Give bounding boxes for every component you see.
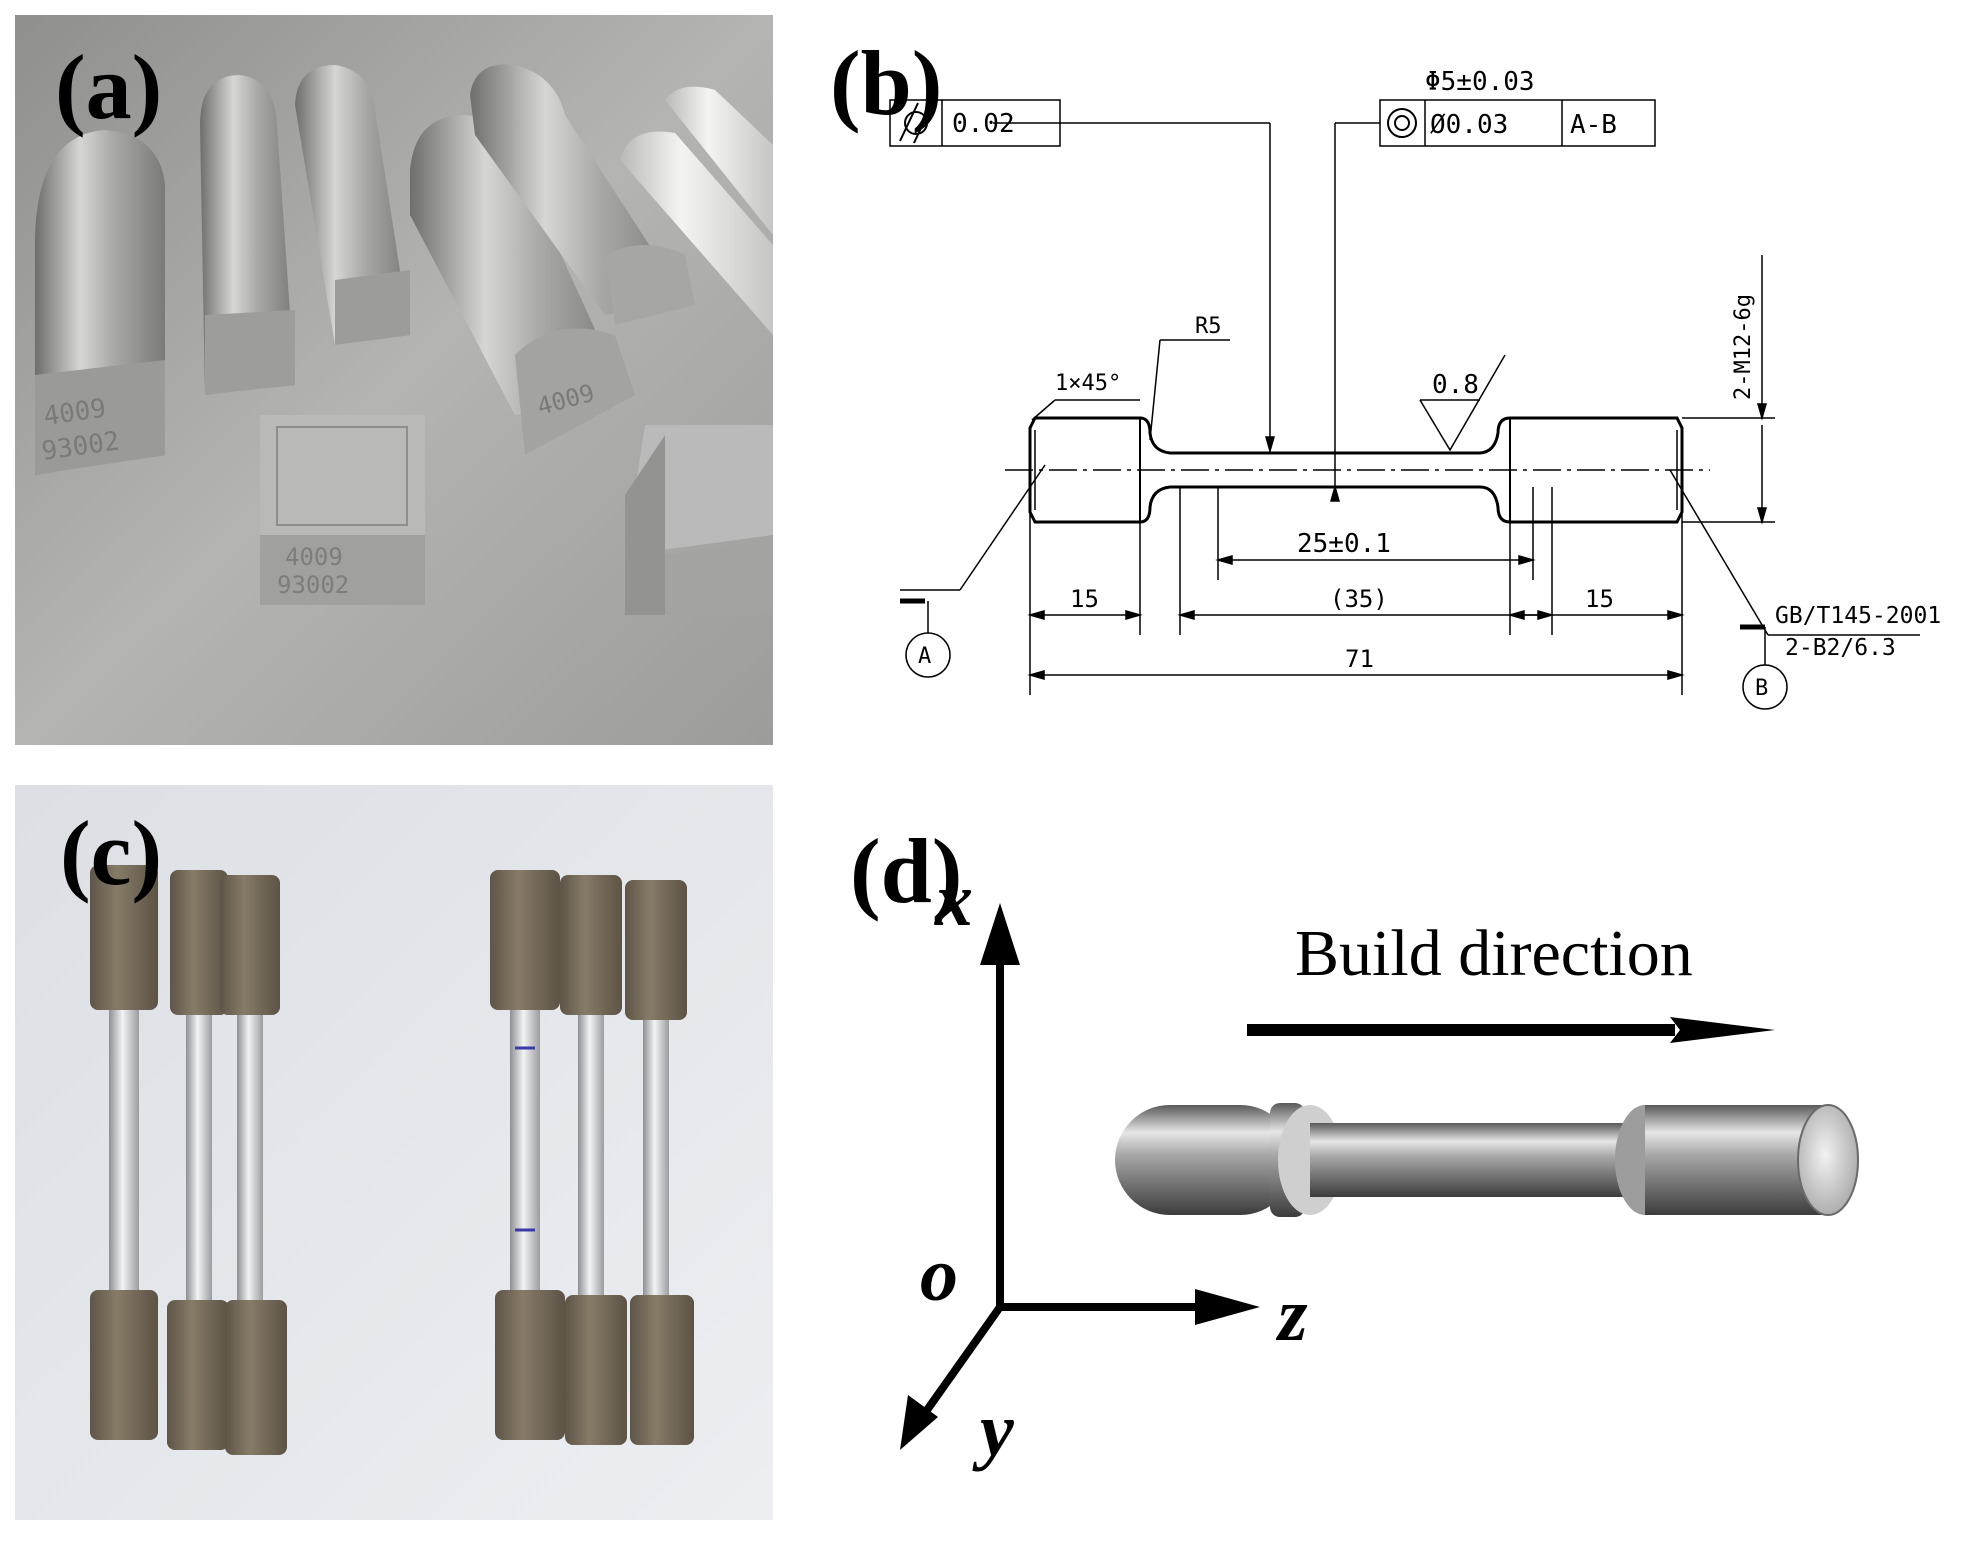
z-axis-label: z: [1275, 1273, 1308, 1357]
grip-right-label: 15: [1585, 585, 1614, 613]
y-axis-label: y: [972, 1388, 1014, 1472]
panel-label-b: (b): [830, 32, 943, 134]
diameter-note: Φ5±0.03: [1425, 67, 1535, 97]
panel-label-d: (d): [850, 820, 963, 922]
rod-4: 4009: [410, 115, 635, 455]
panel-label-a: (a): [55, 36, 163, 138]
parallel-length-label: (35): [1330, 585, 1388, 613]
gauge-length-label: 25±0.1: [1297, 529, 1391, 559]
grip-left-label: 15: [1070, 585, 1099, 613]
chamfer-label: 1×45°: [1055, 371, 1121, 396]
concentricity-icon: [1387, 108, 1417, 138]
standard-label: GB/T145-2001: [1775, 603, 1941, 629]
fcf-right-tolerance: Ø0.03: [1430, 110, 1508, 140]
datum-a-label: A: [918, 644, 931, 669]
rod-6: [620, 86, 773, 335]
rod-5: [470, 64, 695, 325]
cylindricity-icon: [899, 102, 933, 144]
origin-label: o: [920, 1233, 958, 1317]
tensile-specimens-photo: [15, 785, 773, 1520]
panel-label-c: (c): [60, 802, 163, 904]
specimen-group-left: [90, 865, 287, 1455]
panel-a-photo: 4009 93002 4009 4009: [15, 15, 773, 745]
center-hole-label: 2-B2/6.3: [1785, 635, 1896, 661]
cube-1: 4009 93002: [260, 415, 425, 605]
rod-1: 4009 93002: [35, 130, 165, 475]
cube-mark-2: 93002: [277, 571, 349, 599]
build-direction-label: Build direction: [1295, 917, 1693, 990]
panel-d-schematic: (d) Build direction: [800, 785, 1972, 1520]
coordinate-axes: [900, 903, 1260, 1450]
radius-label: R5: [1195, 314, 1222, 339]
thread-label: 2-M12-6g: [1731, 294, 1756, 400]
cube-2: [625, 425, 773, 615]
x-axis-label: x: [934, 858, 973, 942]
roughness-label: 0.8: [1432, 370, 1479, 400]
rod-2: [200, 75, 295, 395]
build-direction-arrow: [1247, 1017, 1775, 1043]
panel-b-drawing: (b): [800, 15, 1972, 745]
overall-length-label: 71: [1345, 645, 1374, 673]
specimen-3d: [1115, 1103, 1859, 1217]
panel-c-photo: (c): [15, 785, 773, 1520]
printed-blocks-photo: 4009 93002 4009 4009: [15, 15, 773, 745]
datum-b-label: B: [1755, 676, 1768, 701]
rod-3: [295, 65, 410, 345]
fcf-right-datum: A-B: [1570, 110, 1617, 140]
specimen-group-right: [490, 870, 694, 1445]
build-direction-schematic: Build direction x z y o: [900, 858, 1859, 1472]
fcf-left-tolerance: 0.02: [952, 109, 1015, 139]
specimen-drawing: 0.02 Ø0.03 A-B Φ5±0.03 R5 1×45° 0.8 25±0…: [889, 67, 1941, 710]
cube-mark-1: 4009: [285, 543, 343, 571]
